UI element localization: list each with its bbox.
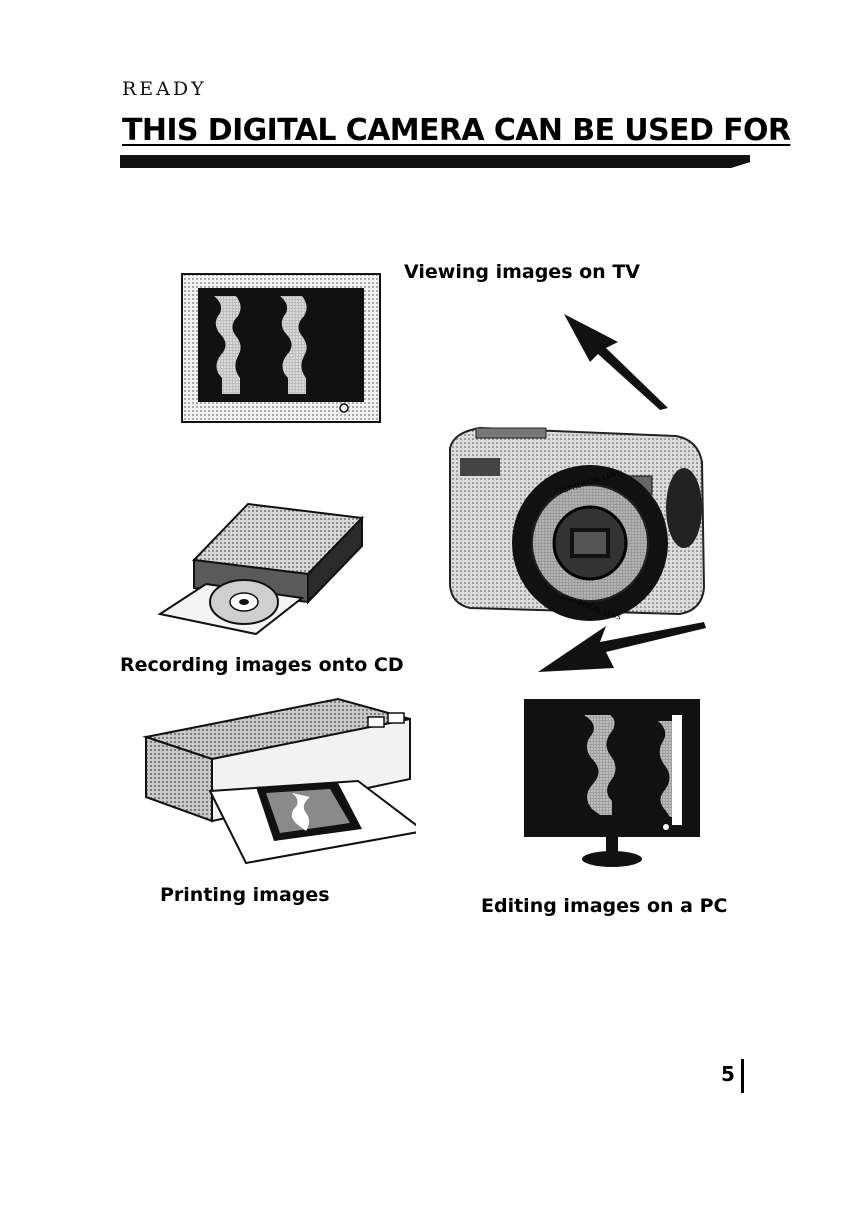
arrow-to-pc-icon <box>538 622 706 672</box>
page-number: 5 <box>721 1062 735 1086</box>
caption-viewing-on-tv: Viewing images on TV <box>404 261 640 283</box>
page-title: THIS DIGITAL CAMERA CAN BE USED FOR <box>122 113 791 148</box>
title-underline-bar <box>120 155 750 168</box>
caption-recording-onto-cd: Recording images onto CD <box>120 654 404 676</box>
digital-camera-illustration: ASPHERICAL LENS ASPHERICAL LENS <box>449 426 706 622</box>
pc-monitor-illustration <box>524 699 700 867</box>
cd-recorder-illustration <box>157 502 365 636</box>
tv-illustration <box>181 273 381 423</box>
caption-printing-images: Printing images <box>160 884 330 906</box>
caption-editing-on-pc: Editing images on a PC <box>481 895 728 917</box>
page-number-rule <box>741 1059 744 1093</box>
section-kicker: READY <box>122 78 207 100</box>
printer-illustration <box>142 697 416 865</box>
arrow-to-tv-icon <box>564 314 668 410</box>
